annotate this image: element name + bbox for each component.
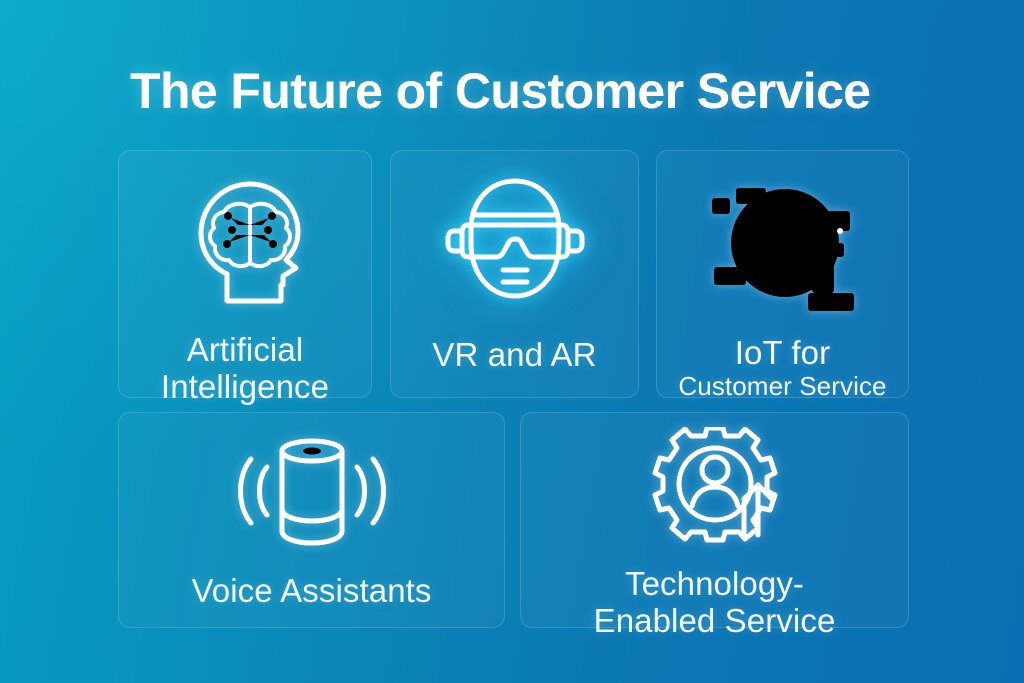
- card-label-line-2: Customer Service: [678, 370, 887, 401]
- card-artificial-intelligence[interactable]: Artificial Intelligence: [118, 150, 372, 405]
- card-voice-assistants[interactable]: Voice Assistants: [118, 412, 505, 628]
- card-label-line-2: Intelligence: [160, 367, 330, 405]
- card-iot-for-customer-service[interactable]: IoT for Customer Service: [656, 150, 909, 401]
- iot-globe-devices-icon: [700, 171, 865, 319]
- page-title: The Future of Customer Service: [130, 63, 871, 119]
- card-label-line-1: Voice Assistants: [191, 572, 432, 609]
- card-vr-and-ar[interactable]: VR and AR: [390, 150, 639, 398]
- vr-headset-icon: [435, 171, 595, 311]
- card-label-line-1: VR and AR: [432, 336, 597, 373]
- card-label-iot-for-customer-service: IoT for Customer Service: [678, 334, 887, 401]
- smart-speaker-icon: [232, 431, 392, 549]
- card-label-voice-assistants: Voice Assistants: [191, 572, 432, 610]
- card-label-vr-and-ar: VR and AR: [432, 336, 597, 374]
- card-label-line-1: Artificial: [186, 331, 304, 368]
- card-label-technology-enabled-service: Technology- Enabled Service: [593, 565, 836, 640]
- card-label-artificial-intelligence: Artificial Intelligence: [160, 331, 330, 406]
- card-technology-enabled-service[interactable]: Technology- Enabled Service: [520, 412, 909, 639]
- gear-person-arrow-icon: [641, 427, 789, 552]
- ai-head-brain-icon: [170, 173, 320, 318]
- card-label-line-2: Enabled Service: [593, 601, 836, 639]
- card-label-line-1: IoT for: [734, 334, 831, 371]
- card-label-line-1: Technology-: [624, 565, 805, 602]
